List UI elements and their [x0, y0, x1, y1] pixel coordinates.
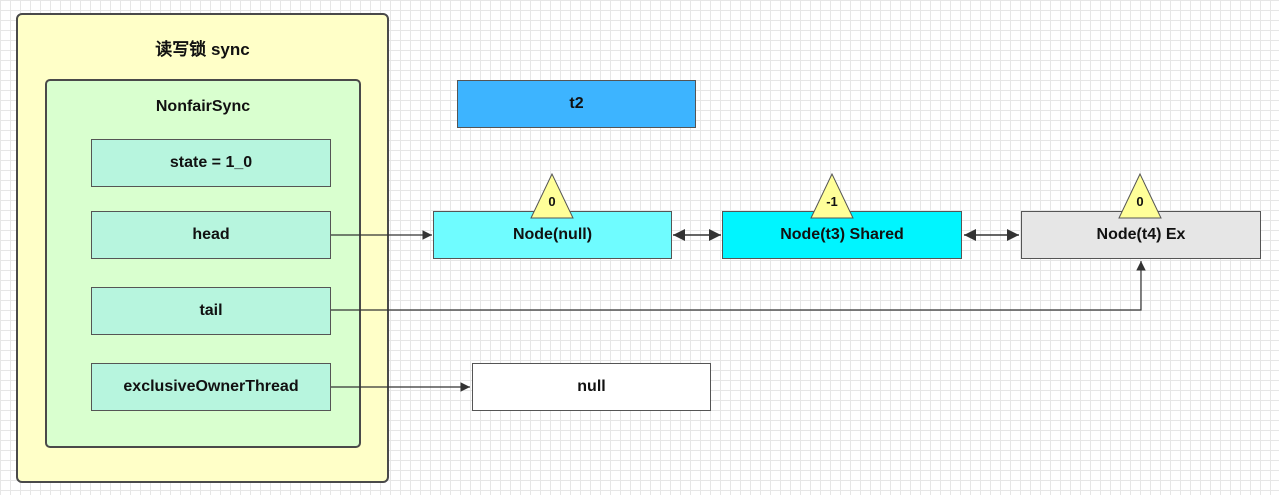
head-field: head	[91, 211, 331, 259]
tail-field: tail	[91, 287, 331, 335]
wait-status-null: 0	[548, 194, 556, 209]
thread-t2-box: t2	[457, 80, 696, 128]
node-t4-ex: Node(t4) Ex	[1021, 211, 1261, 259]
state-field: state = 1_0	[91, 139, 331, 187]
wait-status-triangle-null	[530, 172, 574, 219]
sync-title: 读写锁 sync	[155, 40, 250, 59]
exclusive-owner-thread-field: exclusiveOwnerThread	[91, 363, 331, 411]
wait-status-t4: 0	[1136, 194, 1144, 209]
wait-status-triangle-t3	[810, 172, 854, 219]
node-t3-shared: Node(t3) Shared	[722, 211, 962, 259]
nonfair-sync-title: NonfairSync	[155, 98, 251, 115]
null-box: null	[472, 363, 711, 411]
tail-arrow	[331, 261, 1146, 311]
node-null: Node(null)	[433, 211, 672, 259]
wait-status-triangle-t4	[1118, 172, 1162, 219]
wait-status-t3: -1	[826, 194, 838, 209]
